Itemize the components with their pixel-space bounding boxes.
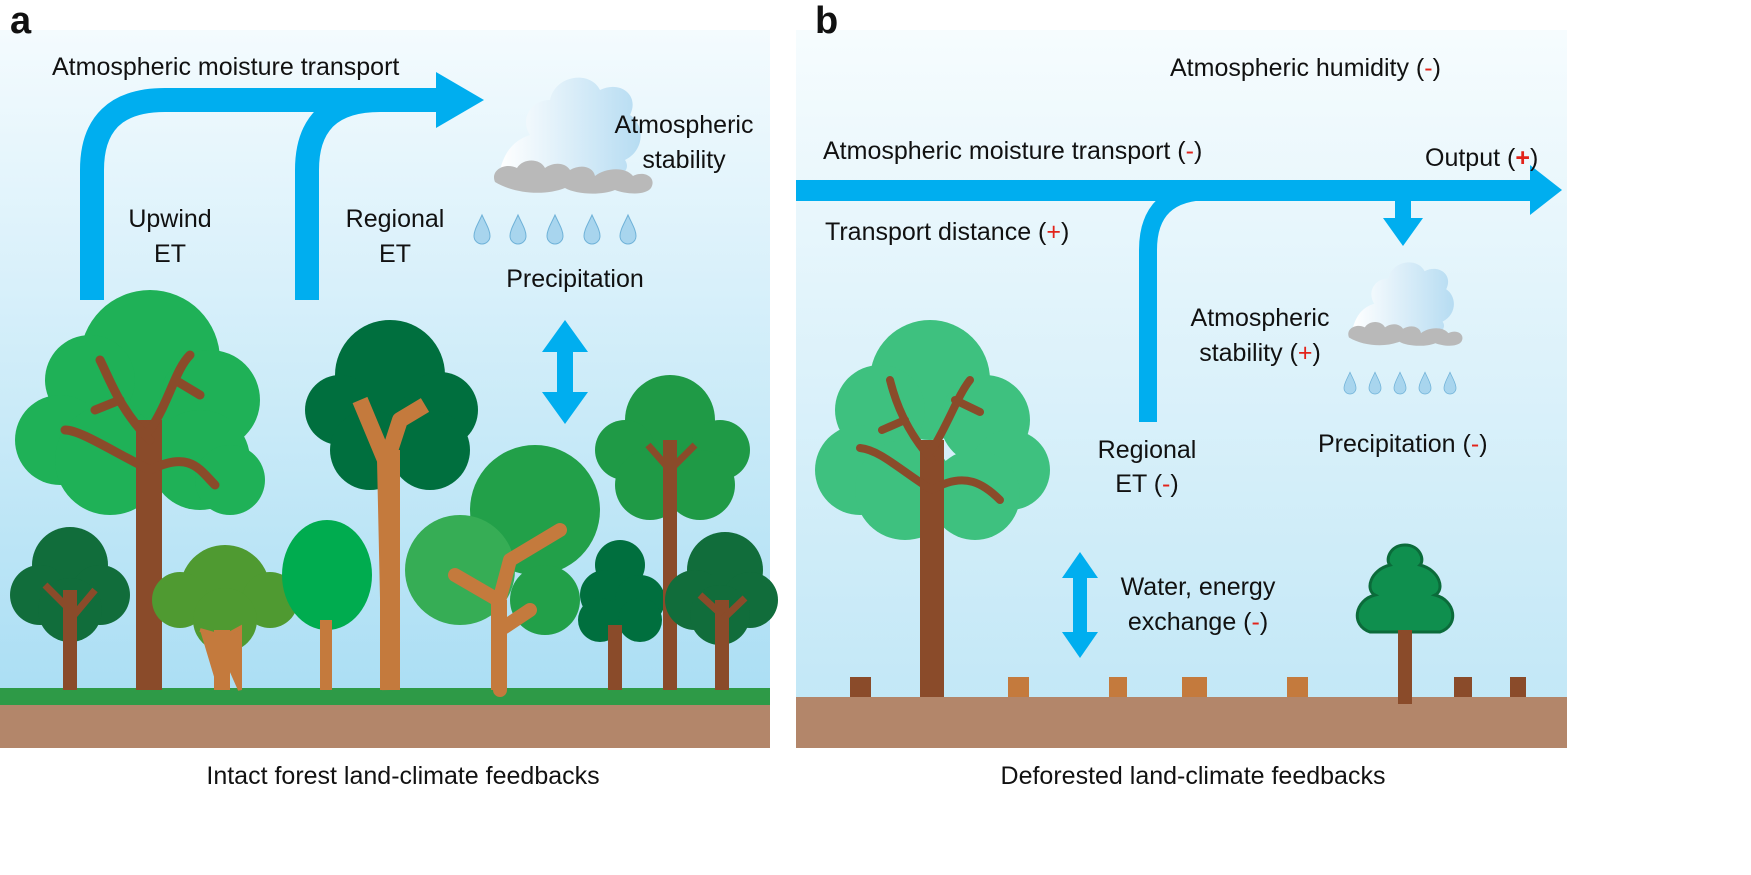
exchange-label-line1: Water, energy bbox=[1121, 573, 1276, 601]
tree-right-tall bbox=[595, 375, 750, 690]
panel-b: b Atmospheric humidity (-) Atmospheric m… bbox=[796, 0, 1567, 790]
tree-round-middle bbox=[405, 445, 600, 697]
panel-b-tree-stumps bbox=[850, 677, 1526, 697]
panel-a-transport-arrows bbox=[80, 88, 440, 300]
tree-small-left bbox=[10, 527, 130, 690]
panel-b-large-tree bbox=[815, 320, 1050, 697]
panel-b-precipitation-label: Precipitation (-) bbox=[1318, 430, 1488, 458]
humidity-label: Atmospheric humidity (-) bbox=[1170, 54, 1441, 82]
panel-a-forest bbox=[10, 290, 778, 697]
panel-b-transport-arrows bbox=[796, 165, 1562, 422]
panel-a-letter: a bbox=[10, 0, 32, 42]
panel-a-exchange-double-arrow bbox=[542, 320, 588, 424]
upwind-et-label-line1: Upwind bbox=[128, 205, 211, 233]
regional-et-label-line2: ET bbox=[379, 240, 411, 268]
stability-label-line1: Atmospheric bbox=[615, 111, 754, 139]
panel-a-precipitation-label: Precipitation bbox=[506, 265, 644, 293]
upwind-et-arrow bbox=[80, 88, 440, 300]
exchange-label-line2: exchange (-) bbox=[1128, 608, 1268, 636]
tree-large-bright bbox=[15, 290, 265, 690]
panel-a-moisture-transport-label: Atmospheric moisture transport bbox=[52, 53, 399, 81]
panel-b-letter: b bbox=[815, 0, 838, 42]
panel-b-regional-et-label-line2: ET (-) bbox=[1115, 470, 1178, 498]
panel-b-stability-label-line2: stability (+) bbox=[1199, 339, 1321, 367]
panel-b-regional-et-label-line1: Regional bbox=[1098, 436, 1197, 464]
panel-b-exchange-double-arrow bbox=[1062, 552, 1098, 658]
regional-et-arrow bbox=[295, 88, 440, 300]
regional-et-label-line1: Regional bbox=[346, 205, 445, 233]
panel-b-stability-label-line1: Atmospheric bbox=[1191, 304, 1330, 332]
panel-b-caption: Deforested land-climate feedbacks bbox=[1001, 762, 1386, 790]
panel-a-grass bbox=[0, 688, 770, 705]
stability-label-line2: stability bbox=[642, 146, 726, 174]
panel-b-soil bbox=[796, 697, 1567, 748]
transport-arrowhead bbox=[436, 72, 484, 128]
tree-small-right bbox=[665, 532, 778, 690]
output-label: Output (+) bbox=[1425, 144, 1538, 172]
tree-dark-pointed bbox=[578, 540, 665, 690]
panel-a: a Atmospheric moisture transport Upwind … bbox=[0, 0, 778, 790]
transport-distance-label: Transport distance (+) bbox=[825, 218, 1069, 246]
panel-b-small-tree bbox=[1355, 543, 1455, 704]
panel-a-soil bbox=[0, 705, 770, 748]
panel-a-caption: Intact forest land-climate feedbacks bbox=[206, 762, 599, 790]
upwind-et-label-line2: ET bbox=[154, 240, 186, 268]
tree-small-bright bbox=[282, 520, 372, 690]
tree-tall-dark bbox=[305, 320, 478, 691]
panel-b-moisture-transport-label: Atmospheric moisture transport (-) bbox=[823, 137, 1202, 165]
